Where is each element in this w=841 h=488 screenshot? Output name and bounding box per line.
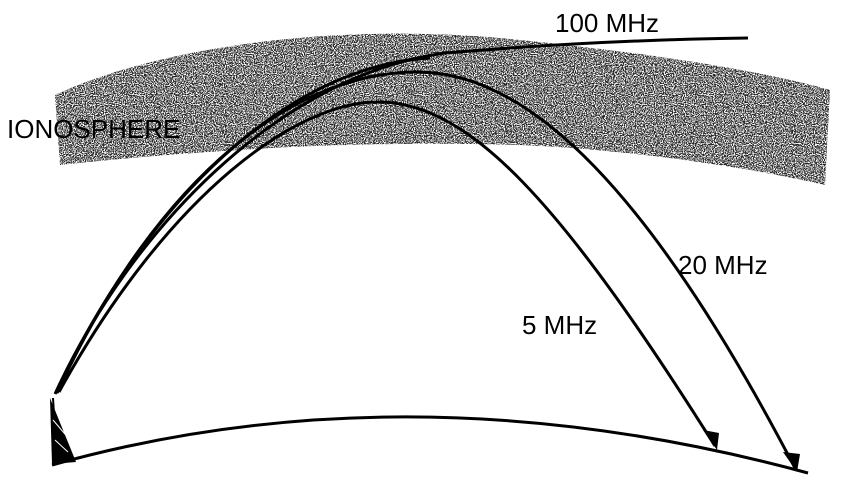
ray-extra bbox=[54, 56, 431, 394]
ray-5mhz bbox=[57, 100, 717, 447]
ionosphere-layer bbox=[55, 33, 830, 185]
label-100mhz: 100 MHz bbox=[555, 8, 659, 38]
antenna-icon bbox=[50, 397, 76, 464]
label-5mhz: 5 MHz bbox=[522, 310, 597, 340]
ionosphere-label: IONOSPHERE bbox=[7, 114, 180, 144]
earth-surface bbox=[51, 415, 809, 475]
label-20mhz: 20 MHz bbox=[678, 250, 768, 280]
arrowhead-5mhz bbox=[703, 430, 719, 450]
radio-rays bbox=[53, 36, 797, 469]
arrowhead-20mhz bbox=[783, 452, 800, 472]
